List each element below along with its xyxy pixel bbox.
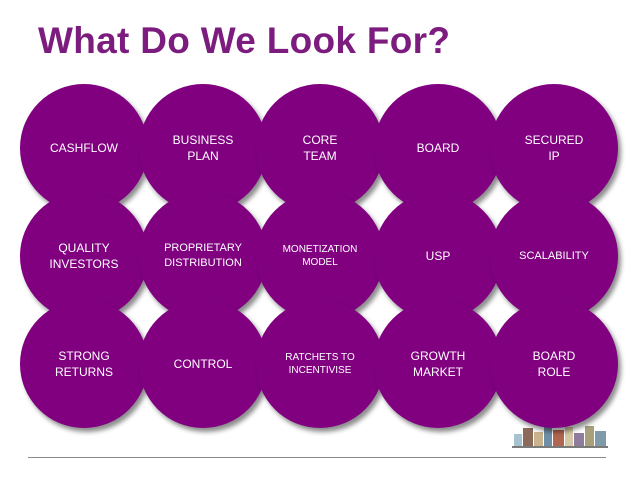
circle-core-team: CORE TEAM (256, 84, 384, 212)
circle-scalability: SCALABILITY (490, 192, 618, 320)
circle-business-plan: BUSINESS PLAN (139, 84, 267, 212)
circle-ratchets-to-incentivise: RATCHETS TO INCENTIVISE (256, 300, 384, 428)
circle-board: BOARD (374, 84, 502, 212)
circle-monetization-model: MONETIZATION MODEL (256, 192, 384, 320)
circle-quality-investors: QUALITY INVESTORS (20, 192, 148, 320)
circle-growth-market: GROWTH MARKET (374, 300, 502, 428)
footer-divider (28, 457, 606, 458)
circle-control: CONTROL (139, 300, 267, 428)
slide-title: What Do We Look For? (38, 20, 451, 61)
city-skyline-logo (512, 424, 608, 448)
circle-secured-ip: SECURED IP (490, 84, 618, 212)
circle-proprietary-distribution: PROPRIETARY DISTRIBUTION (139, 192, 267, 320)
circle-usp: USP (374, 192, 502, 320)
circle-strong-returns: STRONG RETURNS (20, 300, 148, 428)
circle-board-role: BOARD ROLE (490, 300, 618, 428)
circle-cashflow: CASHFLOW (20, 84, 148, 212)
